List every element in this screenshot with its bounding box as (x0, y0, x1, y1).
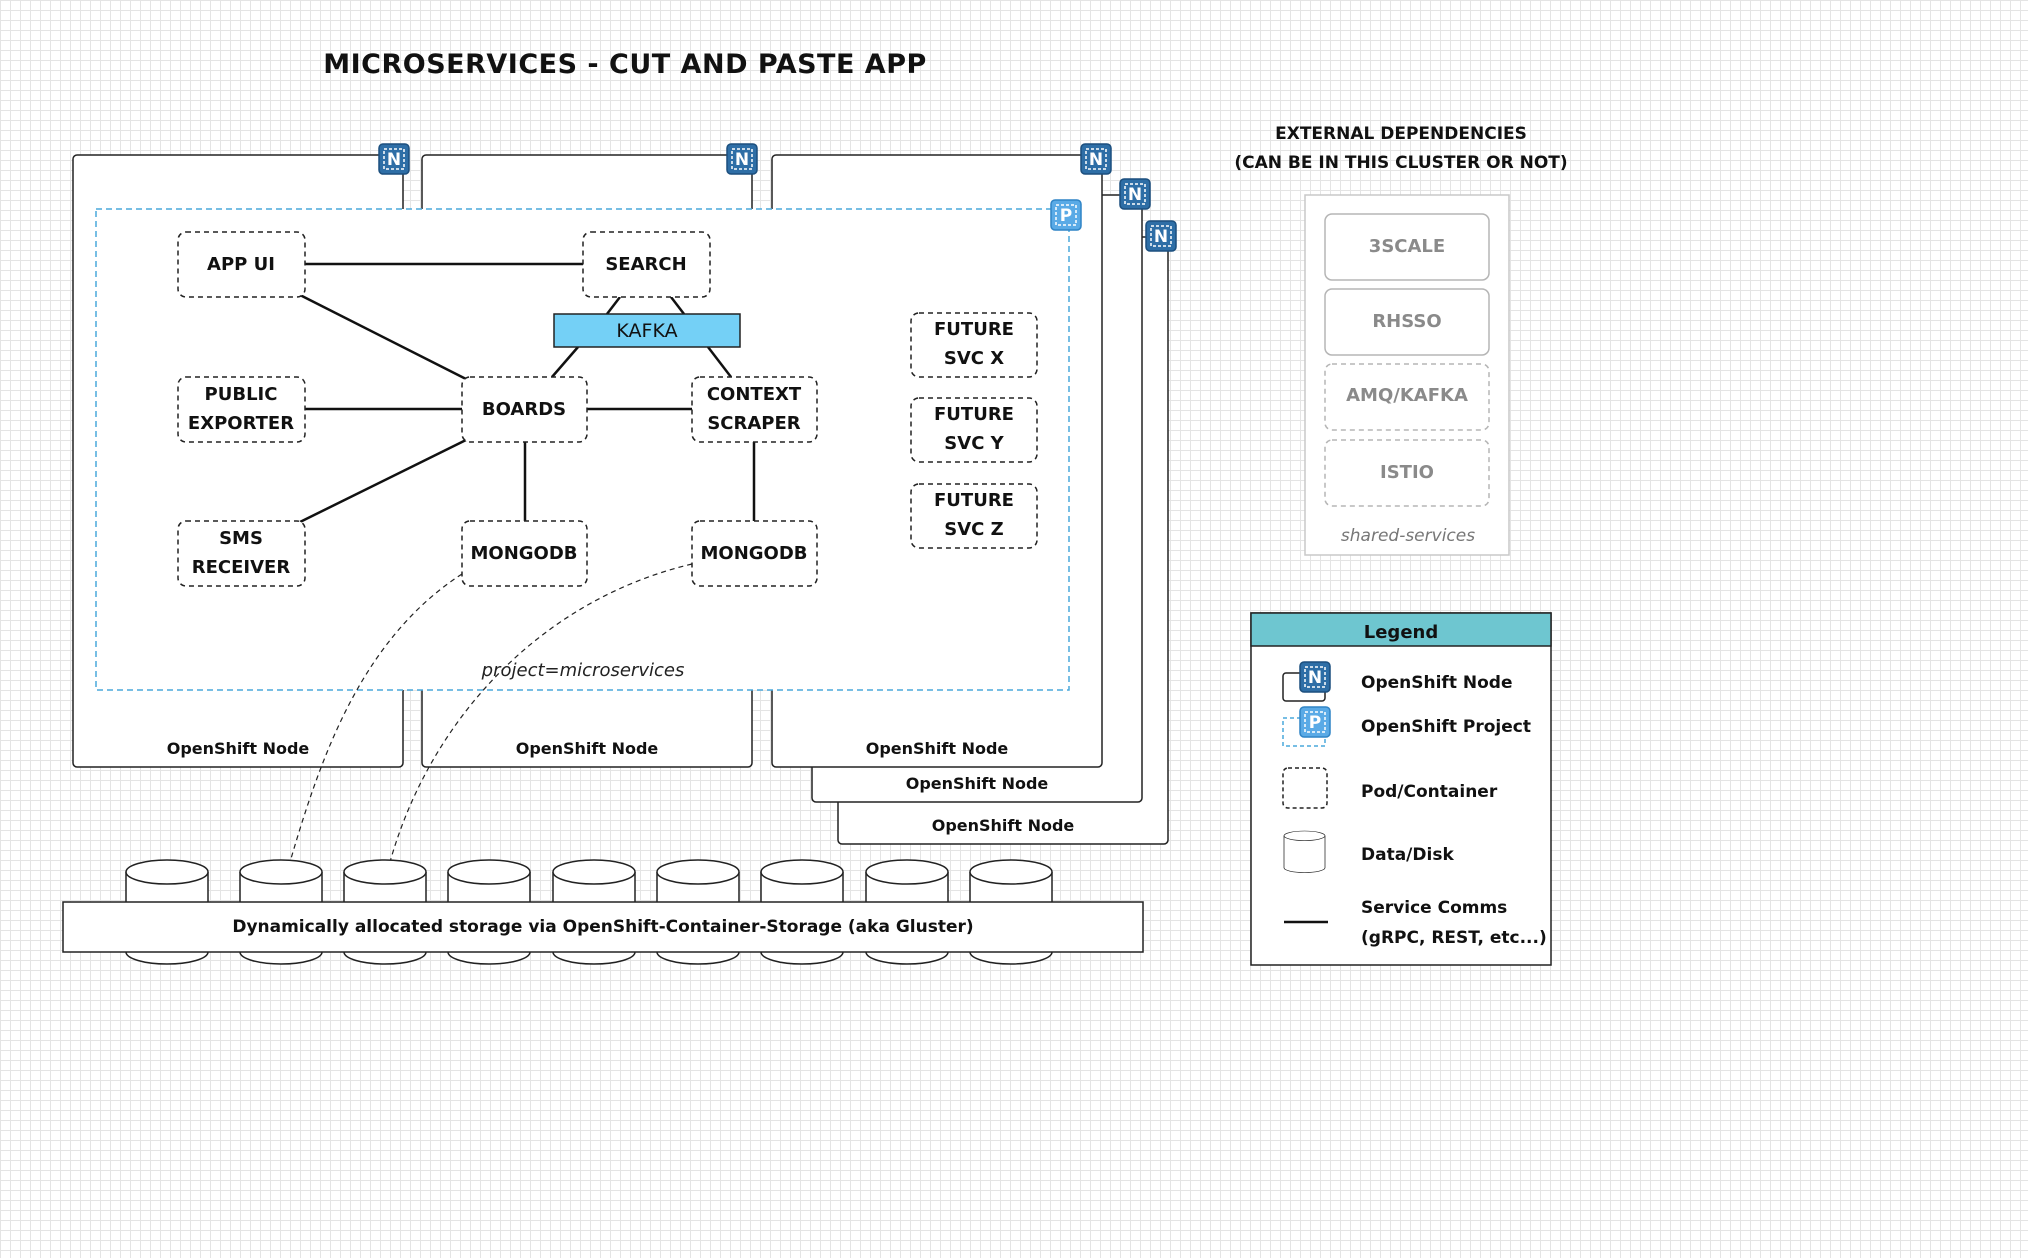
svg-text:N: N (1089, 150, 1103, 170)
svg-text:EXPORTER: EXPORTER (188, 413, 294, 434)
legend-comms: Service Comms (gRPC, REST, etc...) (1284, 898, 1547, 948)
kafka-bus: KAFKA (553, 313, 741, 348)
svg-text:PUBLIC: PUBLIC (205, 384, 278, 405)
node-label: OpenShift Node (906, 774, 1049, 793)
svg-text:APP UI: APP UI (207, 254, 275, 275)
link-kafka-scraper (707, 346, 732, 378)
svg-text:P: P (1060, 206, 1072, 226)
legend-pod: Pod/Container (1282, 767, 1498, 809)
external-heading: EXTERNAL DEPENDENCIES (1275, 124, 1527, 144)
node-label: OpenShift Node (932, 816, 1075, 835)
pod-mongodb-boards: MONGODB (461, 520, 588, 587)
svg-text:N: N (1308, 668, 1322, 688)
pod-sms-receiver: SMS RECEIVER (177, 520, 306, 587)
svg-text:N: N (387, 150, 401, 170)
svg-text:FUTURE: FUTURE (934, 490, 1014, 511)
architecture-diagram: MICROSERVICES - CUT AND PASTE APP OpenSh… (62, 49, 1568, 966)
link-sms-boards (299, 438, 467, 524)
pod-app-ui: APP UI (177, 231, 306, 298)
node-badge-icon: N (378, 143, 410, 175)
link-appui-boards (299, 293, 467, 381)
storage-link-boards (289, 573, 463, 863)
svg-text:FUTURE: FUTURE (934, 404, 1014, 425)
svg-text:MONGODB: MONGODB (700, 543, 807, 564)
svg-text:SVC Y: SVC Y (944, 433, 1004, 454)
node-badge-icon: N (1080, 143, 1112, 175)
diagram-title: MICROSERVICES - CUT AND PASTE APP (323, 49, 927, 80)
svg-text:ISTIO: ISTIO (1380, 462, 1434, 483)
project-badge-icon: P (1299, 706, 1331, 738)
external-service-3scale: 3SCALE (1324, 213, 1490, 281)
pod-search: SEARCH (582, 231, 711, 298)
project-badge-icon: P (1050, 199, 1082, 231)
service-comms-lines (299, 262, 756, 524)
svg-text:(gRPC, REST, etc...): (gRPC, REST, etc...) (1361, 928, 1547, 948)
svg-text:CONTEXT: CONTEXT (707, 384, 802, 405)
svg-text:N: N (735, 150, 749, 170)
pod-context-scraper: CONTEXT SCRAPER (691, 376, 818, 443)
legend: Legend N OpenShift Node P OpenShift Proj… (1250, 612, 1552, 966)
storage-label: Dynamically allocated storage via OpenSh… (232, 917, 973, 937)
disk-icon (1283, 830, 1326, 873)
svg-text:RECEIVER: RECEIVER (192, 557, 291, 578)
pod-future-svc-y: FUTURE SVC Y (910, 397, 1038, 463)
node-badge-icon: N (1145, 220, 1177, 252)
pod-future-svc-z: FUTURE SVC Z (910, 483, 1038, 549)
legend-disk: Data/Disk (1283, 830, 1454, 873)
link-kafka-boards (551, 346, 579, 378)
external-service-amq-kafka: AMQ/KAFKA (1324, 363, 1490, 431)
external-subheading: (CAN BE IN THIS CLUSTER OR NOT) (1234, 153, 1567, 173)
svg-text:N: N (1128, 185, 1142, 205)
node-badge-icon: N (1119, 178, 1151, 210)
svg-text:AMQ/KAFKA: AMQ/KAFKA (1346, 385, 1468, 406)
kafka-label: KAFKA (616, 320, 677, 342)
svg-text:SVC Z: SVC Z (944, 519, 1003, 540)
svg-text:FUTURE: FUTURE (934, 319, 1014, 340)
node-badge-icon: N (726, 143, 758, 175)
svg-text:3SCALE: 3SCALE (1369, 236, 1445, 257)
node-badge-icon: N (1299, 661, 1331, 693)
storage-links (289, 563, 693, 863)
external-service-istio: ISTIO (1324, 439, 1490, 507)
shared-services-label: shared-services (1341, 526, 1475, 546)
pod-boards: BOARDS (461, 376, 588, 443)
legend-title: Legend (1364, 622, 1438, 643)
svg-text:OpenShift Project: OpenShift Project (1361, 717, 1531, 737)
svg-text:SMS: SMS (219, 528, 263, 549)
node-label: OpenShift Node (167, 739, 310, 758)
svg-text:MONGODB: MONGODB (470, 543, 577, 564)
node-label: OpenShift Node (866, 739, 1009, 758)
svg-text:Pod/Container: Pod/Container (1361, 782, 1498, 802)
svg-text:Data/Disk: Data/Disk (1361, 845, 1454, 865)
link-search-kafka-right (670, 296, 685, 315)
project-label: project=microservices (481, 660, 685, 681)
svg-text:OpenShift Node: OpenShift Node (1361, 673, 1512, 693)
external-dependencies: EXTERNAL DEPENDENCIES (CAN BE IN THIS CL… (1234, 124, 1568, 556)
svg-text:N: N (1154, 227, 1168, 247)
pod-public-exporter: PUBLIC EXPORTER (177, 376, 306, 443)
link-search-kafka-left (606, 296, 621, 315)
svg-text:SEARCH: SEARCH (605, 254, 686, 275)
external-service-rhsso: RHSSO (1324, 288, 1490, 356)
legend-node: N OpenShift Node (1282, 661, 1512, 702)
node-label: OpenShift Node (516, 739, 659, 758)
legend-project: P OpenShift Project (1282, 706, 1531, 747)
pod-mongodb-scraper: MONGODB (691, 520, 818, 587)
pod-future-svc-x: FUTURE SVC X (910, 312, 1038, 378)
svg-text:SCRAPER: SCRAPER (707, 413, 800, 434)
svg-text:P: P (1309, 713, 1321, 733)
svg-text:Service Comms: Service Comms (1361, 898, 1507, 918)
svg-text:SVC X: SVC X (944, 348, 1004, 369)
svg-text:RHSSO: RHSSO (1372, 311, 1441, 332)
svg-text:BOARDS: BOARDS (482, 399, 566, 420)
storage-bar: Dynamically allocated storage via OpenSh… (62, 901, 1144, 953)
